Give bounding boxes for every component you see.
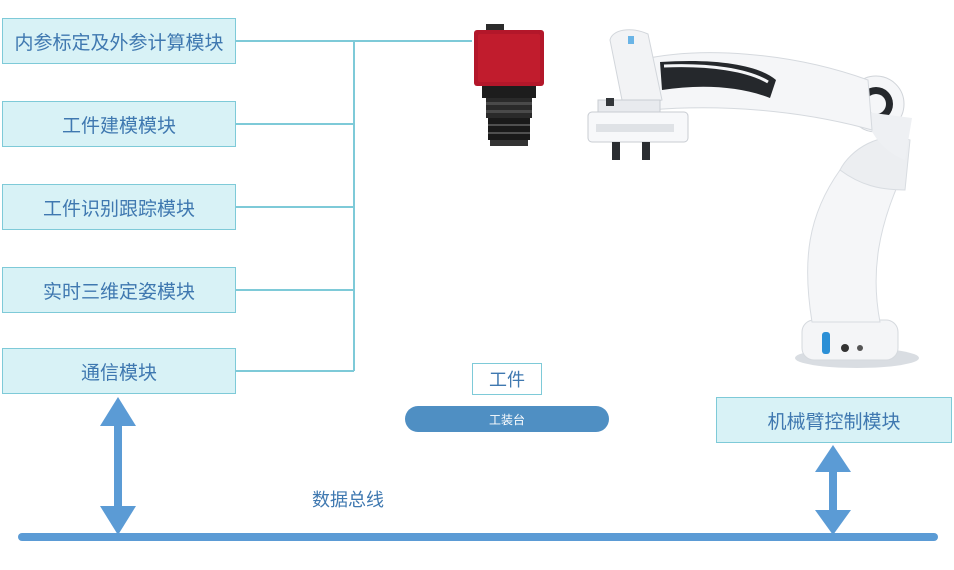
- robot-arm-icon: [587, 29, 919, 368]
- module-recognition-tracking: 工件识别跟踪模块: [2, 184, 236, 230]
- workbench-pill: 工装台: [405, 406, 609, 432]
- arm-bus-arrow: [815, 445, 851, 535]
- workbench-label: 工装台: [488, 412, 525, 427]
- module-label: 实时三维定姿模块: [42, 280, 195, 303]
- module-communication: 通信模块: [2, 348, 236, 394]
- module-calibration: 内参标定及外参计算模块: [2, 18, 236, 64]
- module-workpiece-modeling: 工件建模模块: [2, 101, 236, 147]
- module-realtime-pose: 实时三维定姿模块: [2, 267, 236, 313]
- industrial-camera-icon: [474, 24, 544, 146]
- comm-bus-arrow: [100, 397, 136, 535]
- module-label: 工件识别跟踪模块: [42, 197, 195, 220]
- module-label: 机械臂控制模块: [767, 410, 901, 433]
- workpiece-box: 工件: [472, 363, 542, 395]
- workpiece-label: 工件: [489, 370, 525, 391]
- module-label: 通信模块: [80, 361, 157, 384]
- module-label: 内参标定及外参计算模块: [14, 31, 224, 54]
- module-arm-control: 机械臂控制模块: [716, 397, 952, 443]
- data-bus-label: 数据总线: [312, 490, 384, 511]
- module-label: 工件建模模块: [61, 114, 176, 137]
